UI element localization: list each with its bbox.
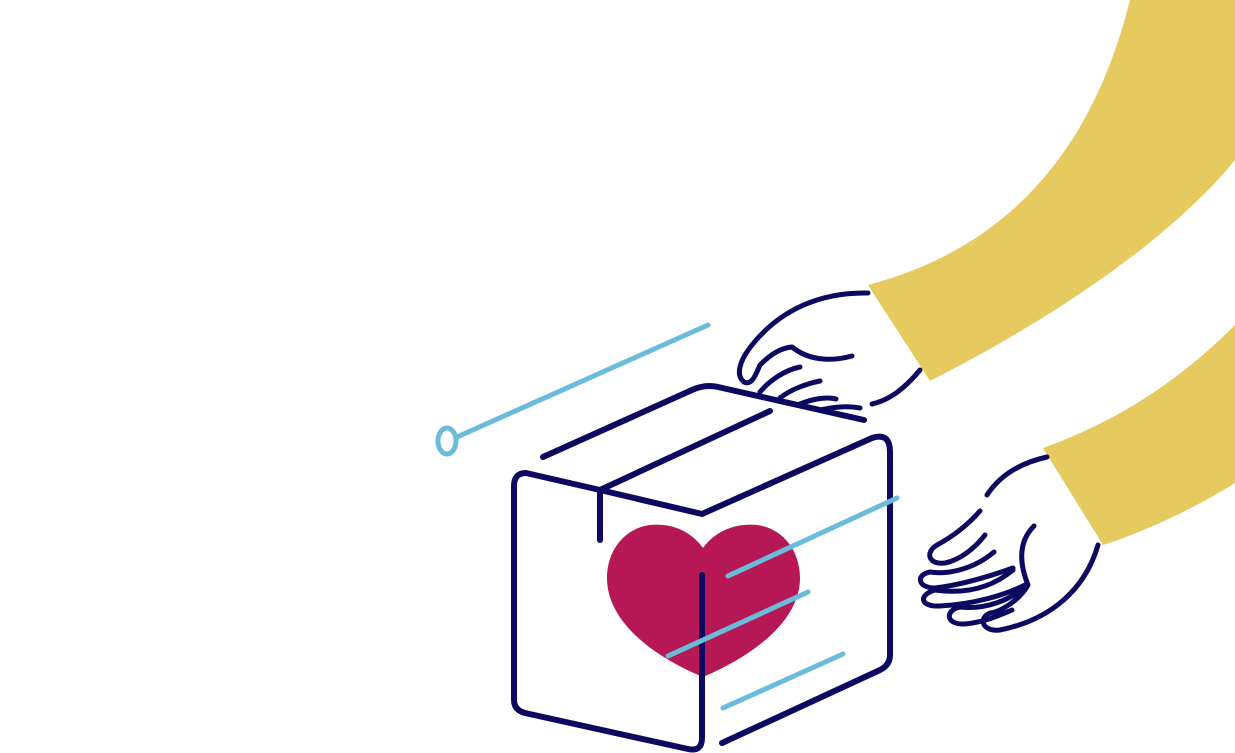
hand-icon (736, 290, 923, 413)
box-icon (511, 383, 893, 753)
hand-icon (918, 454, 1101, 633)
sleeves (868, 0, 1235, 545)
lower-sleeve (1043, 325, 1235, 545)
upper-sleeve (868, 0, 1235, 381)
motion-lines (435, 322, 900, 711)
